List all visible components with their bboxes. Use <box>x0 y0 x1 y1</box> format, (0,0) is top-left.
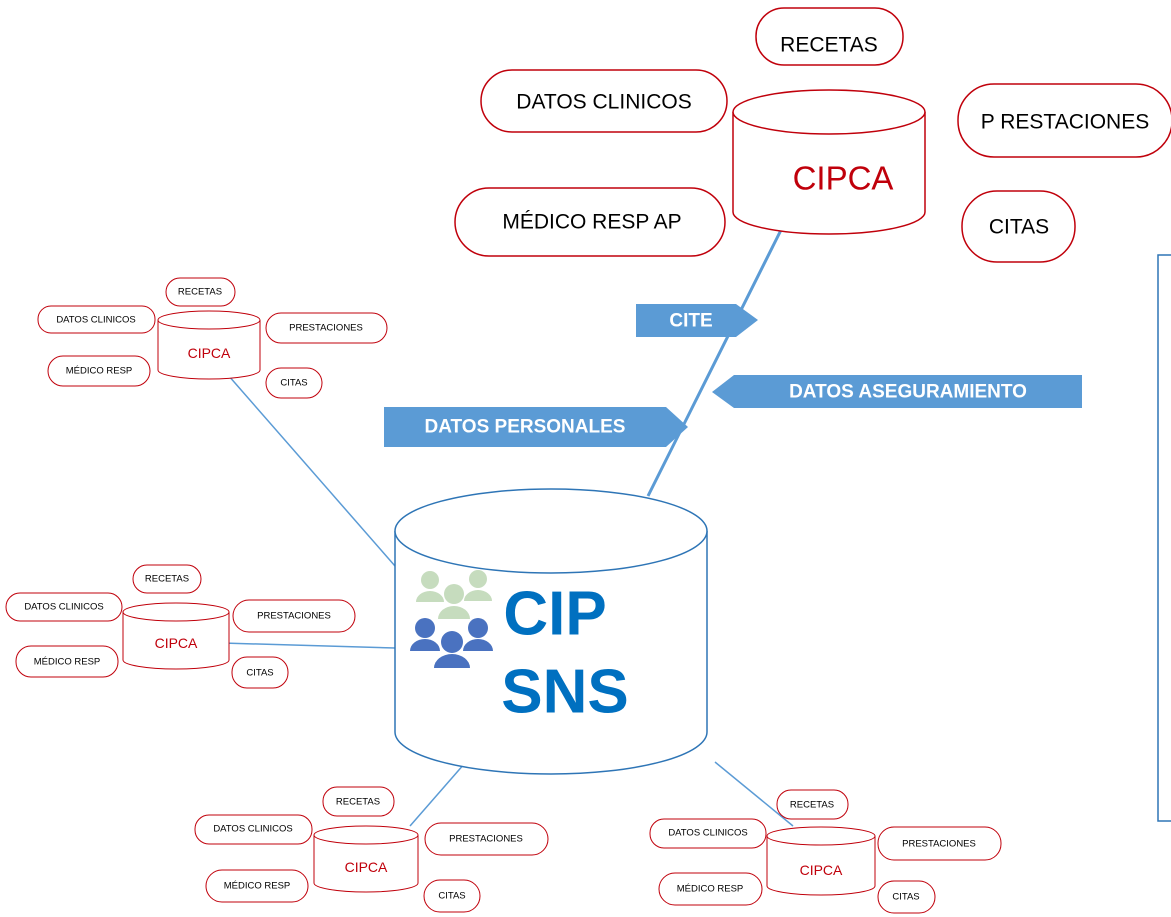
cipca-bottom-right-label: CIPCA <box>800 862 843 878</box>
cip-sns-line1: CIP <box>503 580 606 649</box>
cipca-bottom-right-cylinder: CIPCA <box>766 826 876 896</box>
cipca-main-cylinder: CIPCA <box>732 89 926 235</box>
middle-left-medico-pill: MÉDICO RESP <box>15 645 119 678</box>
people-group-icon <box>410 570 493 668</box>
main-prestaciones-pill: P RESTACIONES <box>957 83 1171 158</box>
cipca-node-bottom-left: CIPCA RECETAS DATOS CLINICOS PRESTACIONE… <box>194 786 549 913</box>
bottom-right-medico-pill: MÉDICO RESP <box>658 872 763 906</box>
main-datos-clinicos-pill: DATOS CLINICOS <box>480 69 728 133</box>
middle-left-recetas-pill: RECETAS <box>132 564 202 594</box>
bottom-left-prestaciones-pill: PRESTACIONES <box>424 822 549 856</box>
middle-left-prestaciones-pill: PRESTACIONES <box>232 599 356 633</box>
cip-sns-line2: SNS <box>501 658 628 727</box>
bottom-right-prestaciones-pill: PRESTACIONES <box>877 826 1002 861</box>
cip-sns-node: CIP SNS <box>394 488 708 775</box>
top-left-prestaciones-label: PRESTACIONES <box>289 323 363 334</box>
top-left-datos-clinicos-pill: DATOS CLINICOS <box>37 305 156 334</box>
main-recetas-label: RECETAS <box>780 34 878 57</box>
bottom-right-citas-label: CITAS <box>892 892 919 903</box>
bottom-right-datos-clinicos-pill: DATOS CLINICOS <box>649 818 767 849</box>
bottom-right-recetas-pill: RECETAS <box>776 789 849 820</box>
top-left-recetas-pill: RECETAS <box>165 277 236 307</box>
cipca-node-bottom-right: CIPCA RECETAS DATOS CLINICOS PRESTACIONE… <box>649 789 1002 914</box>
middle-left-prestaciones-label: PRESTACIONES <box>257 611 331 622</box>
cipca-middle-left-cylinder: CIPCA <box>122 602 230 670</box>
cipca-main-label: CIPCA <box>793 160 894 197</box>
bottom-left-citas-pill: CITAS <box>423 879 481 913</box>
connector-top-left <box>227 374 396 567</box>
bottom-left-recetas-pill: RECETAS <box>322 786 395 817</box>
top-left-medico-pill: MÉDICO RESP <box>47 355 151 387</box>
bottom-left-datos-clinicos-pill: DATOS CLINICOS <box>194 814 313 845</box>
bottom-right-prestaciones-label: PRESTACIONES <box>902 839 976 850</box>
bottom-right-citas-pill: CITAS <box>877 880 936 914</box>
middle-left-medico-label: MÉDICO RESP <box>34 657 101 668</box>
flow-datos-aseguramiento: DATOS ASEGURAMIENTO <box>712 375 1082 408</box>
flow-datos-personales-label: DATOS PERSONALES <box>425 417 626 438</box>
top-left-prestaciones-pill: PRESTACIONES <box>265 312 388 344</box>
main-medico-pill: MÉDICO RESP AP <box>454 187 726 257</box>
cipca-node-top-left: CIPCA RECETAS DATOS CLINICOS PRESTACIONE… <box>37 277 388 399</box>
cipca-top-left-label: CIPCA <box>188 345 231 361</box>
cipca-node-middle-left: CIPCA RECETAS DATOS CLINICOS PRESTACIONE… <box>5 564 356 689</box>
cipca-bottom-left-label: CIPCA <box>345 859 388 875</box>
flow-datos-personales: DATOS PERSONALES <box>384 407 688 447</box>
middle-left-datos-clinicos-pill: DATOS CLINICOS <box>5 592 123 622</box>
bottom-left-medico-pill: MÉDICO RESP <box>205 869 309 903</box>
flow-cite-label: CITE <box>669 311 712 332</box>
bottom-right-datos-clinicos-label: DATOS CLINICOS <box>668 828 747 839</box>
top-left-datos-clinicos-label: DATOS CLINICOS <box>56 315 135 326</box>
bottom-left-recetas-label: RECETAS <box>336 797 380 808</box>
main-datos-clinicos-label: DATOS CLINICOS <box>516 91 691 114</box>
cipca-node-main: CIPCA RECETAS DATOS CLINICOS P RESTACION… <box>454 7 1171 263</box>
connector-middle-left <box>221 642 396 649</box>
cipca-middle-left-label: CIPCA <box>155 635 198 651</box>
connector-bottom-right <box>714 761 794 827</box>
middle-left-recetas-label: RECETAS <box>145 574 189 585</box>
middle-left-citas-label: CITAS <box>246 668 273 679</box>
bottom-left-citas-label: CITAS <box>438 891 465 902</box>
cipca-top-left-cylinder: CIPCA <box>157 310 261 380</box>
main-prestaciones-label: P RESTACIONES <box>981 111 1149 134</box>
bottom-left-medico-label: MÉDICO RESP <box>224 881 291 892</box>
bottom-right-recetas-label: RECETAS <box>790 800 834 811</box>
bottom-left-datos-clinicos-label: DATOS CLINICOS <box>213 824 292 835</box>
side-panel <box>1157 254 1171 822</box>
main-citas-pill: CITAS <box>961 190 1076 263</box>
connector-bottom-left <box>409 762 466 827</box>
top-left-recetas-label: RECETAS <box>178 287 222 298</box>
bottom-left-prestaciones-label: PRESTACIONES <box>449 834 523 845</box>
main-citas-label: CITAS <box>989 216 1049 239</box>
flow-cite: CITE <box>636 304 758 337</box>
main-recetas-pill: RECETAS <box>755 7 904 66</box>
top-left-citas-label: CITAS <box>280 378 307 389</box>
top-left-medico-label: MÉDICO RESP <box>66 366 133 377</box>
main-medico-label: MÉDICO RESP AP <box>502 211 681 234</box>
bottom-right-medico-label: MÉDICO RESP <box>677 884 744 895</box>
flow-datos-aseguramiento-label: DATOS ASEGURAMIENTO <box>789 382 1027 403</box>
middle-left-datos-clinicos-label: DATOS CLINICOS <box>24 602 103 613</box>
middle-left-citas-pill: CITAS <box>231 656 289 689</box>
connector-main <box>646 211 792 497</box>
cipca-bottom-left-cylinder: CIPCA <box>313 825 419 893</box>
top-left-citas-pill: CITAS <box>265 367 323 399</box>
